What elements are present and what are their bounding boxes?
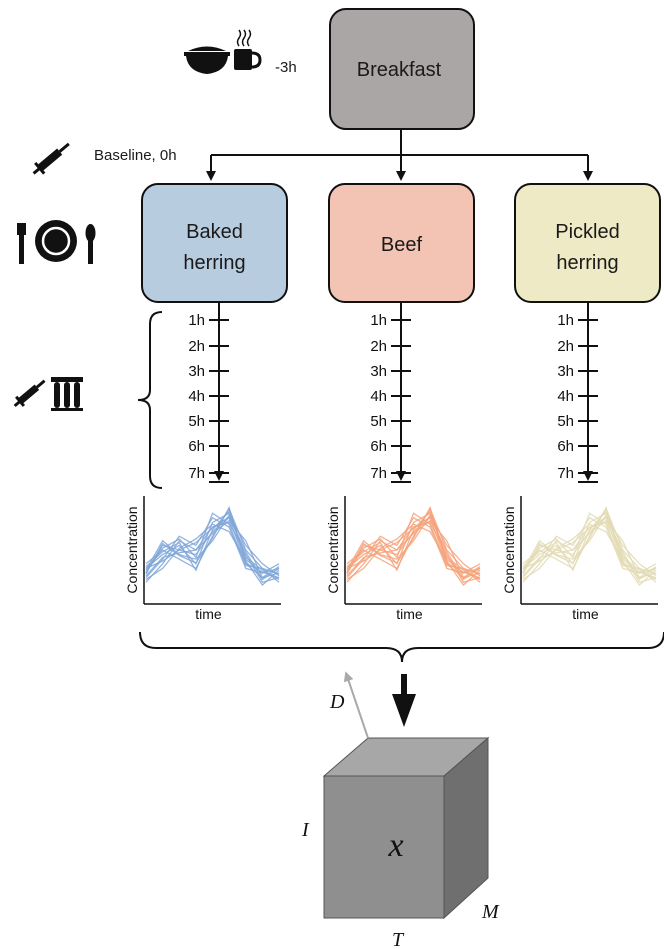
dimension-d-arrow: [343, 671, 369, 739]
concentration-line: [346, 516, 481, 579]
timepoint-label: 3h: [188, 363, 205, 380]
timepoint-label: 3h: [370, 363, 387, 380]
sampling-syringe-icon: [13, 379, 46, 408]
meal-label-line1: Baked: [186, 221, 243, 243]
plot-y-label: Concentration: [501, 506, 517, 593]
concentration-line: [522, 506, 657, 579]
plot-y-label: Concentration: [325, 506, 341, 593]
concentration-line: [522, 512, 657, 575]
sampling-brace: [137, 311, 163, 489]
timepoint-label: 2h: [557, 338, 574, 355]
meal-node: [514, 183, 661, 303]
concentration-line: [145, 507, 280, 583]
timepoint-label: 3h: [557, 363, 574, 380]
meal-column: Pickled herring 1h 2h 3h 4h 5h 6h 7hConcentratio…: [501, 183, 661, 622]
timepoint-label: 6h: [557, 438, 574, 455]
dimension-t-label: T: [392, 929, 405, 949]
concentration-line: [145, 519, 280, 579]
meal-label-line2: herring: [556, 252, 618, 274]
plots-brace: [139, 631, 664, 663]
timepoint-label: 2h: [370, 338, 387, 355]
concentration-line: [522, 507, 657, 583]
plot-x-label: time: [396, 606, 423, 622]
meal-label-line1: Pickled: [555, 221, 619, 243]
dimension-m-label: M: [481, 901, 500, 923]
concentration-line: [522, 519, 657, 579]
plate-cutlery-icon: [17, 220, 96, 264]
concentration-line: [522, 515, 657, 581]
syringe-icon: [32, 142, 70, 175]
tensor-symbol: x: [387, 827, 403, 864]
timepoint-label: 4h: [188, 388, 205, 405]
concentration-line: [145, 506, 280, 579]
timepoint-label: 4h: [370, 388, 387, 405]
timepoint-label: 7h: [188, 465, 205, 482]
concentration-line: [346, 506, 481, 579]
plot-x-label: time: [195, 606, 222, 622]
concentration-line: [145, 512, 280, 575]
timepoint-label: 6h: [188, 438, 205, 455]
concentration-line: [145, 523, 280, 586]
test-tubes-icon: [51, 377, 83, 411]
timepoint-label: 7h: [557, 465, 574, 482]
dimension-d-label: D: [329, 691, 345, 713]
plot-y-label: Concentration: [124, 506, 140, 593]
concentration-line: [346, 515, 481, 581]
concentration-line: [522, 516, 657, 579]
dimension-i-label: I: [301, 819, 310, 841]
concentration-line: [346, 507, 481, 583]
breakfast-time-label: -3h: [275, 59, 297, 76]
timepoint-label: 6h: [370, 438, 387, 455]
down-arrow: [392, 674, 416, 727]
concentration-line: [346, 523, 481, 586]
timepoint-label: 7h: [370, 465, 387, 482]
bowl-icon: [184, 46, 230, 74]
coffee-cup-icon: [234, 29, 262, 70]
plot-x-label: time: [572, 606, 599, 622]
concentration-line: [522, 523, 657, 586]
timepoint-label: 2h: [188, 338, 205, 355]
branch-connectors: [206, 129, 593, 181]
timepoint-label: 5h: [188, 413, 205, 430]
timepoint-label: 1h: [557, 312, 574, 329]
tensor-cube: [322, 736, 490, 920]
meal-label-line2: herring: [183, 252, 245, 274]
meal-node: [141, 183, 288, 303]
timepoint-label: 5h: [370, 413, 387, 430]
timepoint-label: 4h: [557, 388, 574, 405]
baseline-label: Baseline, 0h: [94, 147, 177, 164]
timepoint-label: 1h: [188, 312, 205, 329]
timepoint-label: 5h: [557, 413, 574, 430]
concentration-line: [145, 516, 280, 579]
concentration-line: [346, 512, 481, 575]
breakfast-label: Breakfast: [357, 59, 442, 81]
meal-label: Beef: [381, 234, 423, 256]
timepoint-label: 1h: [370, 312, 387, 329]
concentration-line: [346, 519, 481, 579]
concentration-line: [145, 515, 280, 581]
